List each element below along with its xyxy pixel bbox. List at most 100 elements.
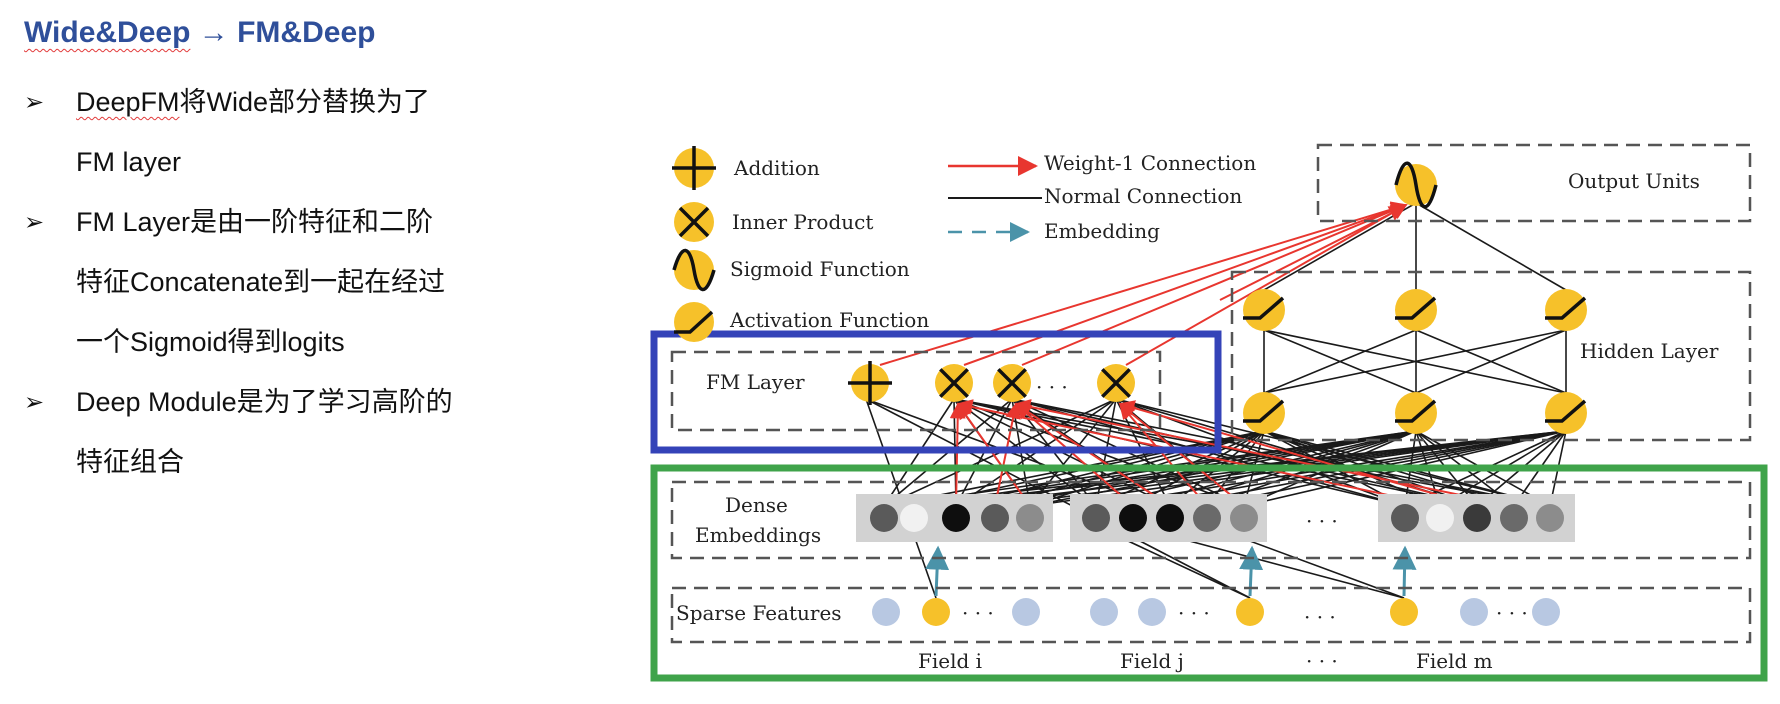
cross-icon bbox=[997, 368, 1027, 398]
addition-icon bbox=[672, 146, 716, 190]
output-units-box bbox=[1316, 143, 1752, 223]
dense-embedding-node bbox=[1463, 504, 1491, 532]
fm-ellipsis: · · · bbox=[1036, 375, 1068, 399]
fm-layer-label: FM Layer bbox=[706, 370, 805, 394]
dense-label-line2: Embeddings bbox=[695, 523, 821, 547]
weight1-connection bbox=[949, 402, 966, 507]
dense-embedding-node bbox=[870, 504, 898, 532]
field-ellipsis-label: · · · bbox=[1306, 649, 1338, 673]
activation-node bbox=[1545, 289, 1587, 331]
sparse-active-node bbox=[1236, 598, 1264, 626]
legend-embedding: Embedding bbox=[1044, 219, 1160, 243]
sparse-ellipsis-m: · · · bbox=[1496, 601, 1528, 625]
fm-highlight-box bbox=[650, 330, 1222, 454]
field-m-label: Field m bbox=[1416, 649, 1493, 673]
dense-embedding-node bbox=[1500, 504, 1528, 532]
dense-embeddings-box bbox=[670, 480, 1752, 560]
activation-node bbox=[1243, 289, 1285, 331]
dense-ellipsis: · · · bbox=[1306, 509, 1338, 533]
legend-sigmoid: Sigmoid Function bbox=[730, 257, 910, 281]
dense-embedding-node bbox=[1082, 504, 1110, 532]
normal-connection bbox=[1415, 329, 1567, 394]
bullet-text: Deep Module是为了学习高阶的 bbox=[76, 387, 453, 417]
bullet-text: FM layer bbox=[76, 147, 182, 177]
relu-icon bbox=[1395, 399, 1437, 423]
sparse-active-node bbox=[922, 598, 950, 626]
activation-node bbox=[1243, 392, 1285, 434]
arrow-bullet-icon: ➢ bbox=[24, 88, 45, 116]
dense-embedding-node bbox=[1016, 504, 1044, 532]
legend-normal: Normal Connection bbox=[1044, 184, 1242, 208]
deep-highlight-box bbox=[650, 464, 1768, 682]
bullet-list: ➢ DeepFM将Wide部分替换为了 FM layer ➢ FM Layer是… bbox=[24, 72, 584, 492]
sparse-feature-node bbox=[872, 598, 900, 626]
bullet-text: 一个Sigmoid得到logits bbox=[76, 327, 345, 357]
title-part2: FM&Deep bbox=[237, 16, 376, 49]
weight1-connection bbox=[879, 201, 1408, 366]
weight1-connection bbox=[1118, 402, 1245, 507]
dense-embedding-node bbox=[1536, 504, 1564, 532]
weight1-connection bbox=[1118, 400, 1478, 507]
dense-embedding-node bbox=[1391, 504, 1419, 532]
sparse-active-node bbox=[1390, 598, 1418, 626]
normal-connection bbox=[1011, 398, 1478, 507]
normal-connection bbox=[1011, 398, 1551, 507]
relu-icon bbox=[1243, 399, 1285, 423]
bullet-text: 特征组合 bbox=[76, 447, 184, 477]
hidden-layer-box bbox=[1230, 270, 1752, 442]
legend-addition: Addition bbox=[733, 156, 820, 180]
legend-weight1: Weight-1 Connection bbox=[1044, 151, 1256, 175]
sparse-feature-node bbox=[1090, 598, 1118, 626]
activation-node bbox=[1395, 289, 1437, 331]
activation-node bbox=[1395, 392, 1437, 434]
dense-label-line1: Dense bbox=[725, 493, 788, 517]
bullet-text: DeepFM bbox=[76, 87, 180, 117]
bullet-text: 将Wide部分替换为了 bbox=[179, 87, 431, 117]
legend-inner-product: Inner Product bbox=[732, 210, 873, 234]
sparse-ellipsis-mid: · · · bbox=[1304, 605, 1336, 629]
bullet-text: FM Layer是由一阶特征和二阶 bbox=[76, 207, 434, 237]
title-part1: Wide&Deep bbox=[24, 16, 191, 49]
dense-embedding-node bbox=[942, 504, 970, 532]
normal-connection bbox=[1263, 329, 1417, 394]
sparse-features-box bbox=[670, 586, 1752, 644]
sparse-feature-node bbox=[1532, 598, 1560, 626]
dense-embedding-node bbox=[1156, 504, 1184, 532]
weight1-connection bbox=[1118, 402, 1208, 507]
arrow-bullet-icon: ➢ bbox=[24, 388, 45, 416]
normal-connection bbox=[1263, 329, 1567, 394]
cross-icon bbox=[1101, 368, 1131, 398]
bullet-text: 特征Concatenate到一起在经过 bbox=[76, 267, 446, 297]
weight1-connections bbox=[879, 201, 1515, 507]
arrow-bullet-icon: ➢ bbox=[24, 208, 45, 236]
inner-product-icon bbox=[674, 202, 714, 242]
cross-icon bbox=[939, 368, 969, 398]
legend: Addition Inner Product Sigmoid Function … bbox=[672, 146, 1256, 342]
weight1-connection bbox=[1125, 204, 1408, 366]
output-units-label: Output Units bbox=[1568, 169, 1700, 193]
title-arrow: → bbox=[198, 16, 229, 49]
sparse-feature-node bbox=[1138, 598, 1166, 626]
nodes bbox=[848, 161, 1587, 626]
weight1-connection bbox=[1021, 203, 1408, 366]
relu-icon bbox=[1243, 296, 1285, 320]
normal-connection bbox=[1115, 398, 1551, 507]
field-j-label: Field j bbox=[1120, 649, 1184, 673]
bullet-item: ➢ DeepFM将Wide部分替换为了 FM layer bbox=[24, 72, 584, 192]
dense-embedding-node bbox=[1119, 504, 1147, 532]
slide-title: Wide&Deep → FM&Deep bbox=[24, 16, 375, 50]
dense-embedding-node bbox=[900, 504, 928, 532]
relu-icon bbox=[1395, 296, 1437, 320]
relu-icon bbox=[1545, 399, 1587, 423]
weight1-connection bbox=[956, 399, 1441, 507]
sparse-features-label: Sparse Features bbox=[676, 601, 842, 625]
normal-connection bbox=[1415, 202, 1567, 291]
weight1-connection bbox=[963, 202, 1408, 366]
weight1-connection bbox=[957, 402, 1031, 507]
sigmoid-curve-icon bbox=[1394, 161, 1438, 209]
relu-icon bbox=[1545, 296, 1587, 320]
sparse-ellipsis-j: · · · bbox=[1178, 601, 1210, 625]
bullet-item: ➢ Deep Module是为了学习高阶的 特征组合 bbox=[24, 372, 584, 492]
legend-activation: Activation Function bbox=[729, 308, 929, 332]
